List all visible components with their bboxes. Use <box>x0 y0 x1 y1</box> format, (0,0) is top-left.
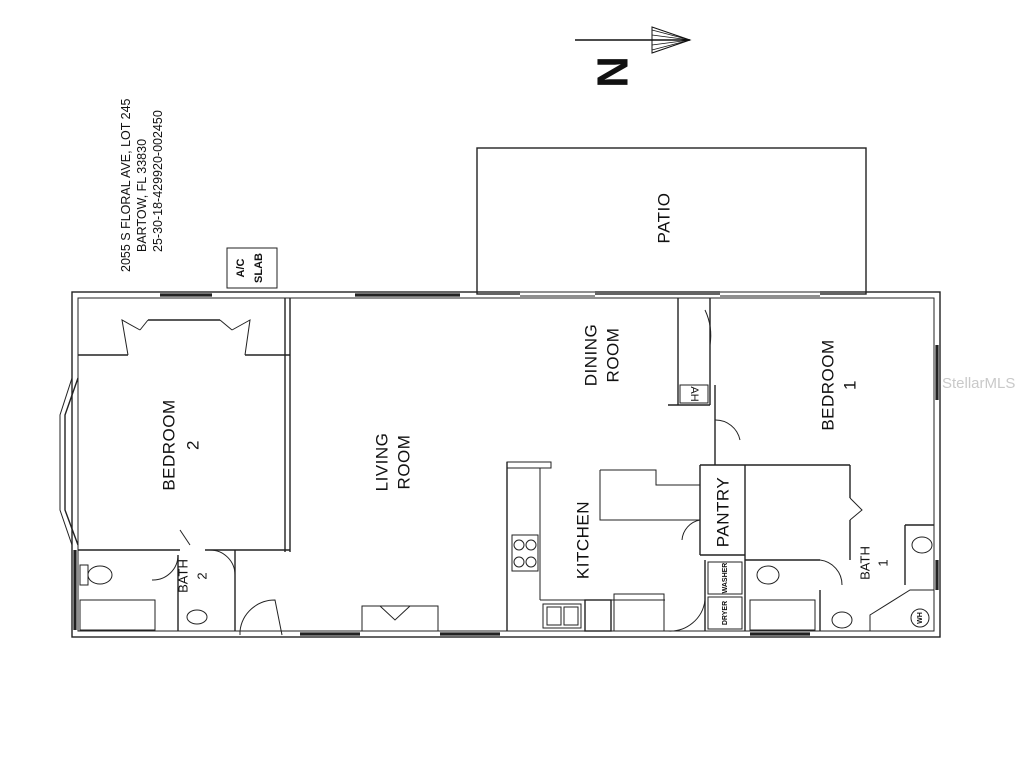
washer-label: WASHER <box>722 563 729 594</box>
dining-label-2: ROOM <box>603 328 622 383</box>
fridge <box>584 599 612 632</box>
bedroom2-label-1: BEDROOM <box>159 399 178 490</box>
address-block: 2055 S FLORAL AVE, LOT 245 BARTOW, FL 33… <box>119 98 165 272</box>
dining-label-1: DINING <box>581 324 600 387</box>
bedroom1-label-1: BEDROOM <box>818 339 837 430</box>
water-heater <box>910 608 930 628</box>
bath1-tub <box>749 599 816 631</box>
bay-window <box>64 377 79 546</box>
bath2-label-2: 2 <box>194 572 209 579</box>
pantry-utility: WASHER DRYER <box>667 464 850 632</box>
kitchen-counters <box>506 461 701 632</box>
address-line-1: 2055 S FLORAL AVE, LOT 245 <box>119 98 133 272</box>
living-label-2: ROOM <box>394 435 413 490</box>
patio-doors <box>520 291 820 297</box>
bath1-label-1: BATH <box>857 546 872 580</box>
bedroom1-label-2: 1 <box>840 380 859 390</box>
living-label-1: LIVING <box>372 433 391 492</box>
washer <box>707 561 743 595</box>
entry-door <box>239 599 283 636</box>
stove <box>511 534 539 572</box>
bedroom1-walls: WH <box>745 465 934 631</box>
ah-label: AH <box>688 386 700 401</box>
fireplace <box>361 605 439 631</box>
north-label: N <box>589 56 638 88</box>
utility-door <box>667 599 706 632</box>
kitchen-island <box>599 469 701 521</box>
kitchen-sink <box>542 603 582 629</box>
room-labels: PATIO DINING ROOM BEDROOM 1 BEDROOM 2 LI… <box>159 193 890 593</box>
bath2-tub <box>79 599 156 631</box>
address-line-2: BARTOW, FL 33830 <box>135 139 149 252</box>
patio-label: PATIO <box>654 193 673 244</box>
patio-outline <box>476 147 867 295</box>
dryer <box>707 596 743 630</box>
bath2 <box>79 529 236 631</box>
bath2-label-1: BATH <box>175 559 190 593</box>
windows <box>73 293 939 636</box>
bath1-toilet <box>756 565 780 585</box>
bath1-label-2: 1 <box>875 559 890 566</box>
pantry-label: PANTRY <box>713 477 732 547</box>
north-arrow-head <box>651 26 692 54</box>
bath1-sink-1 <box>911 536 933 554</box>
bath2-toilet <box>87 565 113 585</box>
bedroom2-walls <box>78 298 291 552</box>
bath1-sink-2 <box>831 611 853 629</box>
ac-label-1: A/C <box>235 258 247 277</box>
ac-label-2: SLAB <box>253 253 265 283</box>
dryer-label: DRYER <box>722 601 729 625</box>
ac-slab: A/C SLAB <box>226 247 278 289</box>
address-line-3: 25-30-18-429920-002450 <box>151 110 165 252</box>
bedroom2-label-2: 2 <box>183 440 202 450</box>
exterior-walls <box>71 291 941 638</box>
watermark: StellarMLS <box>942 375 1015 392</box>
north-arrow: N <box>575 26 692 88</box>
kitchen-label: KITCHEN <box>573 501 592 579</box>
bath2-sink <box>186 609 208 625</box>
ah-closet: AH <box>668 298 741 465</box>
wh-label: WH <box>917 612 924 624</box>
